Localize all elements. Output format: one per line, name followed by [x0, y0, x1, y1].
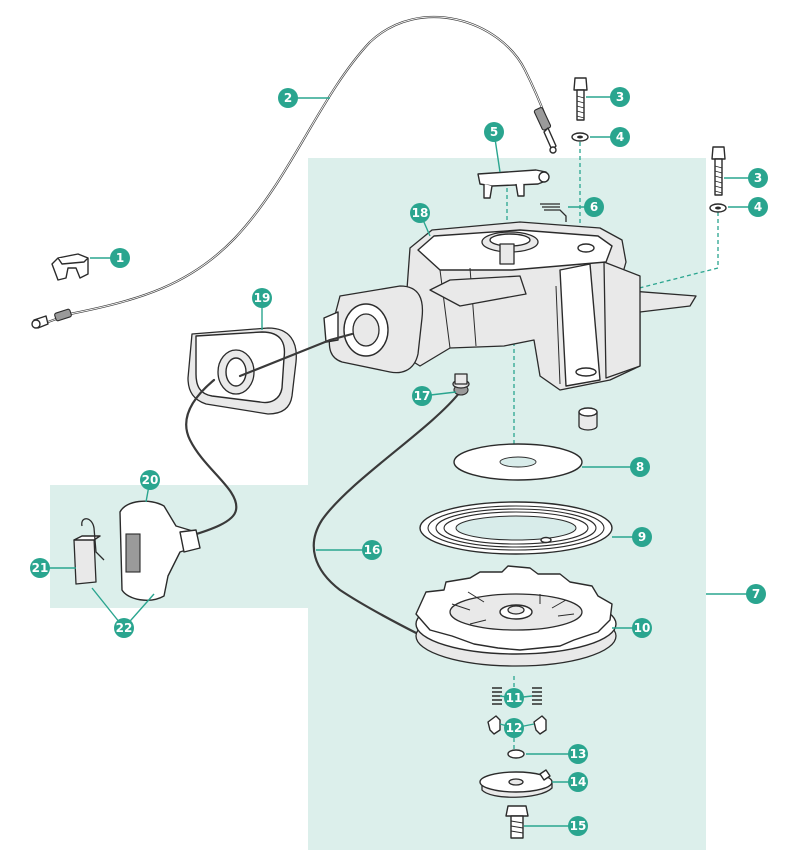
callout-7: 7: [746, 584, 766, 604]
callout-1: 1: [110, 248, 130, 268]
alignment-dashes: [506, 142, 719, 752]
svg-text:8: 8: [636, 460, 644, 474]
callout-14: 14: [568, 772, 588, 792]
pawl-springs: [492, 687, 542, 705]
callout-3-upper: 3: [610, 87, 630, 107]
brake-lever: [477, 169, 550, 199]
svg-text:16: 16: [364, 543, 381, 557]
callout-10: 10: [632, 618, 652, 638]
cable-clip: [51, 253, 89, 281]
center-washer: [507, 749, 525, 759]
callout-17: 17: [412, 386, 432, 406]
callout-4-upper: 4: [610, 127, 630, 147]
svg-text:21: 21: [32, 561, 49, 575]
center-bolt: [505, 805, 529, 839]
svg-text:9: 9: [638, 530, 646, 544]
callout-5: 5: [484, 122, 504, 142]
svg-text:22: 22: [116, 621, 133, 635]
starter-rope: [185, 332, 462, 642]
callout-13: 13: [568, 744, 588, 764]
callout-6: 6: [584, 197, 604, 217]
svg-text:6: 6: [590, 200, 598, 214]
svg-text:2: 2: [284, 91, 292, 105]
callout-3-right: 3: [748, 168, 768, 188]
svg-text:3: 3: [754, 171, 762, 185]
callout-18: 18: [410, 203, 430, 223]
handle-insert: [73, 518, 105, 585]
callout-12: 12: [504, 718, 524, 738]
callout-11: 11: [504, 688, 524, 708]
callout-9: 9: [632, 527, 652, 547]
svg-text:11: 11: [506, 691, 523, 705]
callout-4-right: 4: [748, 197, 768, 217]
starter-handle: [119, 500, 201, 601]
rope-grommet: [452, 373, 470, 396]
spring-cover-plate: [453, 443, 583, 481]
svg-text:4: 4: [754, 200, 762, 214]
rope-guide-grommet: [187, 327, 297, 415]
bolt-upper: [573, 77, 588, 121]
callout-8: 8: [630, 457, 650, 477]
callout-15: 15: [568, 816, 588, 836]
callout-badges: 1 2 3 4 5 6 3 4 18 19 17 8 9 16 7 10 11 …: [30, 87, 768, 836]
svg-text:14: 14: [570, 775, 587, 789]
callout-21: 21: [30, 558, 50, 578]
svg-text:12: 12: [506, 721, 523, 735]
lever-spring: [540, 203, 567, 222]
starter-housing: [403, 221, 697, 391]
bolt-right: [711, 146, 726, 196]
svg-text:18: 18: [412, 206, 429, 220]
pawls: [487, 715, 547, 735]
svg-text:13: 13: [570, 747, 587, 761]
callout-19: 19: [252, 288, 272, 308]
callout-20: 20: [140, 470, 160, 490]
svg-text:7: 7: [752, 587, 760, 601]
rope-pulley: [415, 565, 617, 667]
recoil-spring: [419, 501, 613, 555]
svg-text:15: 15: [570, 819, 587, 833]
svg-text:4: 4: [616, 130, 624, 144]
housing-bushing: [578, 407, 598, 431]
svg-text:20: 20: [142, 473, 159, 487]
throttle-cable: [31, 16, 557, 329]
svg-text:17: 17: [414, 389, 431, 403]
svg-text:10: 10: [634, 621, 651, 635]
housing-rope-outlet: [323, 285, 424, 374]
svg-text:1: 1: [116, 251, 124, 265]
svg-text:3: 3: [616, 90, 624, 104]
svg-text:5: 5: [490, 125, 498, 139]
callout-16: 16: [362, 540, 382, 560]
svg-text:19: 19: [254, 291, 271, 305]
callout-22: 22: [114, 618, 134, 638]
callout-2: 2: [278, 88, 298, 108]
